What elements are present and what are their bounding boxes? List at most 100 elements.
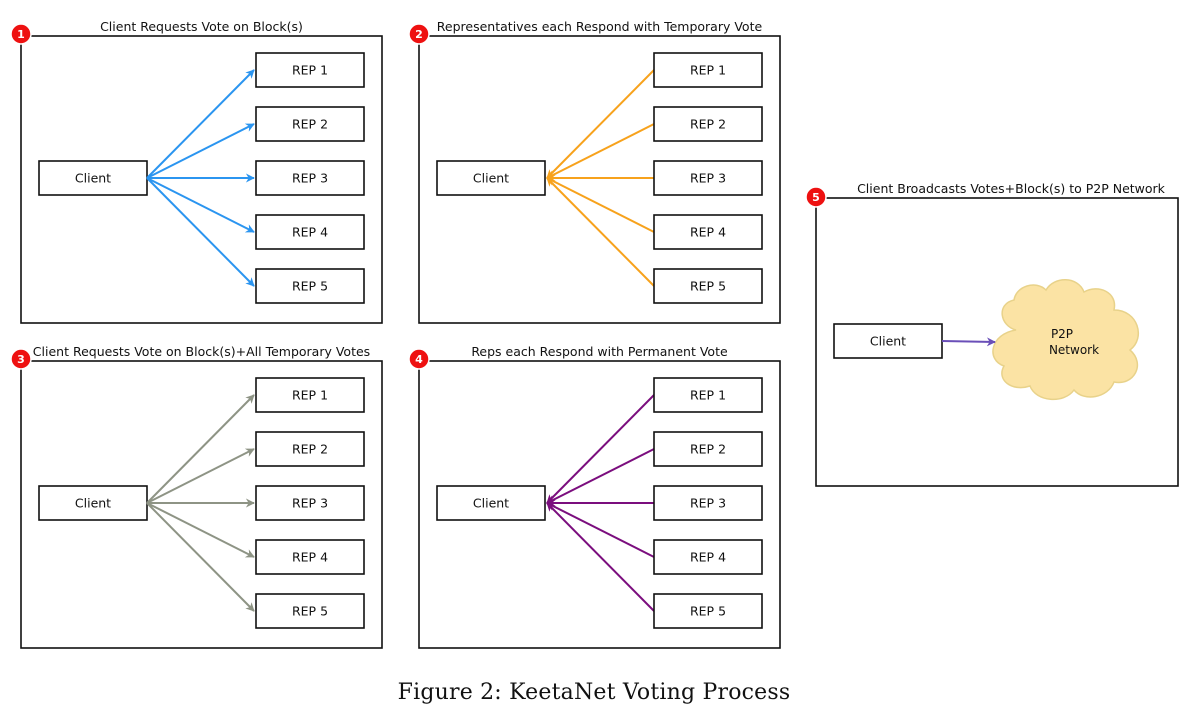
rep-label: REP 1	[292, 388, 328, 403]
rep-label: REP 4	[690, 225, 726, 240]
figure-caption: Figure 2: KeetaNet Voting Process	[397, 680, 791, 705]
client-box	[38, 485, 148, 521]
rep-label: REP 3	[690, 496, 726, 511]
rep-box	[653, 377, 763, 413]
rep-label: REP 5	[690, 279, 726, 294]
rep-label: REP 2	[690, 117, 726, 132]
voting-panel-2: Representatives each Respond with Tempor…	[408, 19, 781, 324]
vote-response-arrow	[546, 177, 655, 287]
step-badge-2: 2	[408, 23, 430, 45]
vote-response-arrow	[546, 502, 655, 612]
panel-frame	[418, 360, 781, 649]
step-badge-number: 3	[17, 353, 25, 366]
rep-box	[255, 485, 365, 521]
rep-label: REP 2	[292, 442, 328, 457]
voting-panel-3: Client Requests Vote on Block(s)+All Tem…	[10, 344, 383, 649]
vote-response-arrow	[546, 177, 655, 233]
rep-label: REP 1	[292, 63, 328, 78]
client-label: Client	[75, 171, 111, 186]
rep-label: REP 3	[292, 496, 328, 511]
panel-title: Representatives each Respond with Tempor…	[437, 19, 763, 34]
client-label: Client	[870, 334, 906, 349]
client-box	[833, 323, 943, 359]
rep-box	[653, 268, 763, 304]
rep-box	[255, 52, 365, 88]
vote-request-arrow	[146, 69, 255, 179]
vote-request-arrow	[146, 448, 255, 504]
panel-title: Client Broadcasts Votes+Block(s) to P2P …	[857, 181, 1166, 196]
rep-label: REP 4	[292, 550, 328, 565]
panel-frame	[418, 35, 781, 324]
rep-box	[255, 431, 365, 467]
rep-label: REP 5	[292, 279, 328, 294]
vote-request-arrow	[146, 502, 255, 558]
client-box	[436, 160, 546, 196]
broadcast-panel: Client Broadcasts Votes+Block(s) to P2P …	[805, 181, 1179, 487]
vote-request-arrow	[146, 177, 255, 233]
rep-box	[653, 431, 763, 467]
client-label: Client	[473, 496, 509, 511]
rep-box	[653, 160, 763, 196]
vote-request-arrow	[146, 177, 255, 287]
vote-response-arrow	[546, 123, 655, 179]
panel-frame	[20, 360, 383, 649]
rep-box	[653, 52, 763, 88]
rep-label: REP 3	[690, 171, 726, 186]
voting-process-diagram: Client Requests Vote on Block(s)ClientRE…	[10, 19, 1179, 649]
step-badge-5: 5	[805, 186, 827, 208]
rep-label: REP 3	[292, 171, 328, 186]
step-badge-circle	[408, 23, 430, 45]
step-badge-circle	[805, 186, 827, 208]
rep-box	[653, 214, 763, 250]
p2p-network-cloud	[992, 279, 1140, 400]
vote-response-arrow	[546, 448, 655, 504]
step-badge-1: 1	[10, 23, 32, 45]
rep-label: REP 5	[292, 604, 328, 619]
vote-response-arrow	[546, 502, 655, 558]
network-label-line2: Network	[1049, 343, 1099, 357]
rep-box	[255, 106, 365, 142]
rep-label: REP 2	[292, 117, 328, 132]
rep-box	[653, 106, 763, 142]
client-label: Client	[75, 496, 111, 511]
vote-response-arrow	[546, 394, 655, 504]
rep-box	[255, 539, 365, 575]
rep-box	[255, 593, 365, 629]
panel-title: Client Requests Vote on Block(s)	[100, 19, 303, 34]
panel-frame	[815, 197, 1179, 487]
step-badge-number: 1	[17, 28, 25, 41]
panel-frame	[20, 35, 383, 324]
vote-request-arrow	[146, 394, 255, 504]
rep-box	[255, 160, 365, 196]
rep-label: REP 4	[292, 225, 328, 240]
step-badge-number: 2	[415, 28, 423, 41]
step-badge-circle	[10, 23, 32, 45]
rep-box	[255, 377, 365, 413]
broadcast-arrow	[941, 337, 996, 347]
step-badge-circle	[408, 348, 430, 370]
step-badge-circle	[10, 348, 32, 370]
rep-box	[255, 214, 365, 250]
voting-panel-1: Client Requests Vote on Block(s)ClientRE…	[10, 19, 383, 324]
step-badge-number: 4	[415, 353, 423, 366]
voting-panel-4: Reps each Respond with Permanent VoteCli…	[408, 344, 781, 649]
rep-box	[653, 485, 763, 521]
step-badge-4: 4	[408, 348, 430, 370]
rep-box	[653, 593, 763, 629]
rep-box	[653, 539, 763, 575]
client-box	[436, 485, 546, 521]
rep-label: REP 1	[690, 388, 726, 403]
rep-box	[255, 268, 365, 304]
panel-title: Reps each Respond with Permanent Vote	[471, 344, 728, 359]
client-label: Client	[473, 171, 509, 186]
vote-request-arrow	[146, 123, 255, 179]
panel-title: Client Requests Vote on Block(s)+All Tem…	[33, 344, 370, 359]
rep-label: REP 2	[690, 442, 726, 457]
rep-label: REP 4	[690, 550, 726, 565]
vote-request-arrow	[146, 502, 255, 612]
client-box	[38, 160, 148, 196]
step-badge-number: 5	[812, 191, 820, 204]
network-label-line1: P2P	[1051, 327, 1073, 341]
vote-response-arrow	[546, 69, 655, 179]
rep-label: REP 5	[690, 604, 726, 619]
